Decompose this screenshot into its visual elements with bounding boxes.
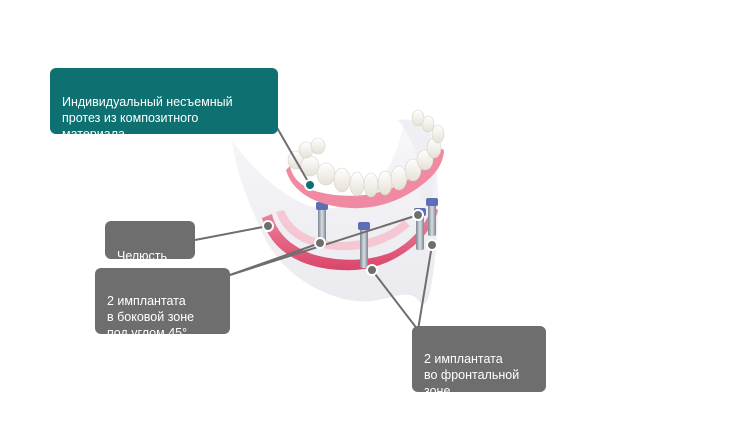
- side-implant-marker: [314, 237, 326, 249]
- prosthesis-marker: [304, 179, 316, 191]
- front-implants-callout: 2 имплантата во фронтальной зоне: [412, 326, 546, 398]
- implants: [316, 198, 438, 268]
- side-implants-label: 2 имплантата в боковой зоне под углом 45…: [107, 294, 195, 340]
- jaw-marker: [262, 220, 274, 232]
- front-implant-marker: [366, 264, 378, 276]
- prosthesis-teeth: [287, 109, 445, 198]
- prosthesis-callout: Индивидуальный несъемный протез из компо…: [50, 68, 278, 141]
- front-implants-label: 2 имплантата во фронтальной зоне: [424, 352, 520, 398]
- lower-gum-inner: [276, 210, 410, 251]
- jaw-callout: Челюсть: [105, 221, 195, 263]
- jaw-label: Челюсть: [117, 249, 168, 263]
- jaw-bone: [232, 120, 438, 304]
- front-implant-marker-2: [426, 239, 438, 251]
- lower-gum: [262, 206, 438, 271]
- prosthesis-gum: [286, 146, 444, 209]
- side-implant-marker-2: [412, 209, 424, 221]
- side-implants-callout: 2 имплантата в боковой зоне под углом 45…: [95, 268, 230, 340]
- prosthesis-label: Индивидуальный несъемный протез из компо…: [62, 95, 233, 141]
